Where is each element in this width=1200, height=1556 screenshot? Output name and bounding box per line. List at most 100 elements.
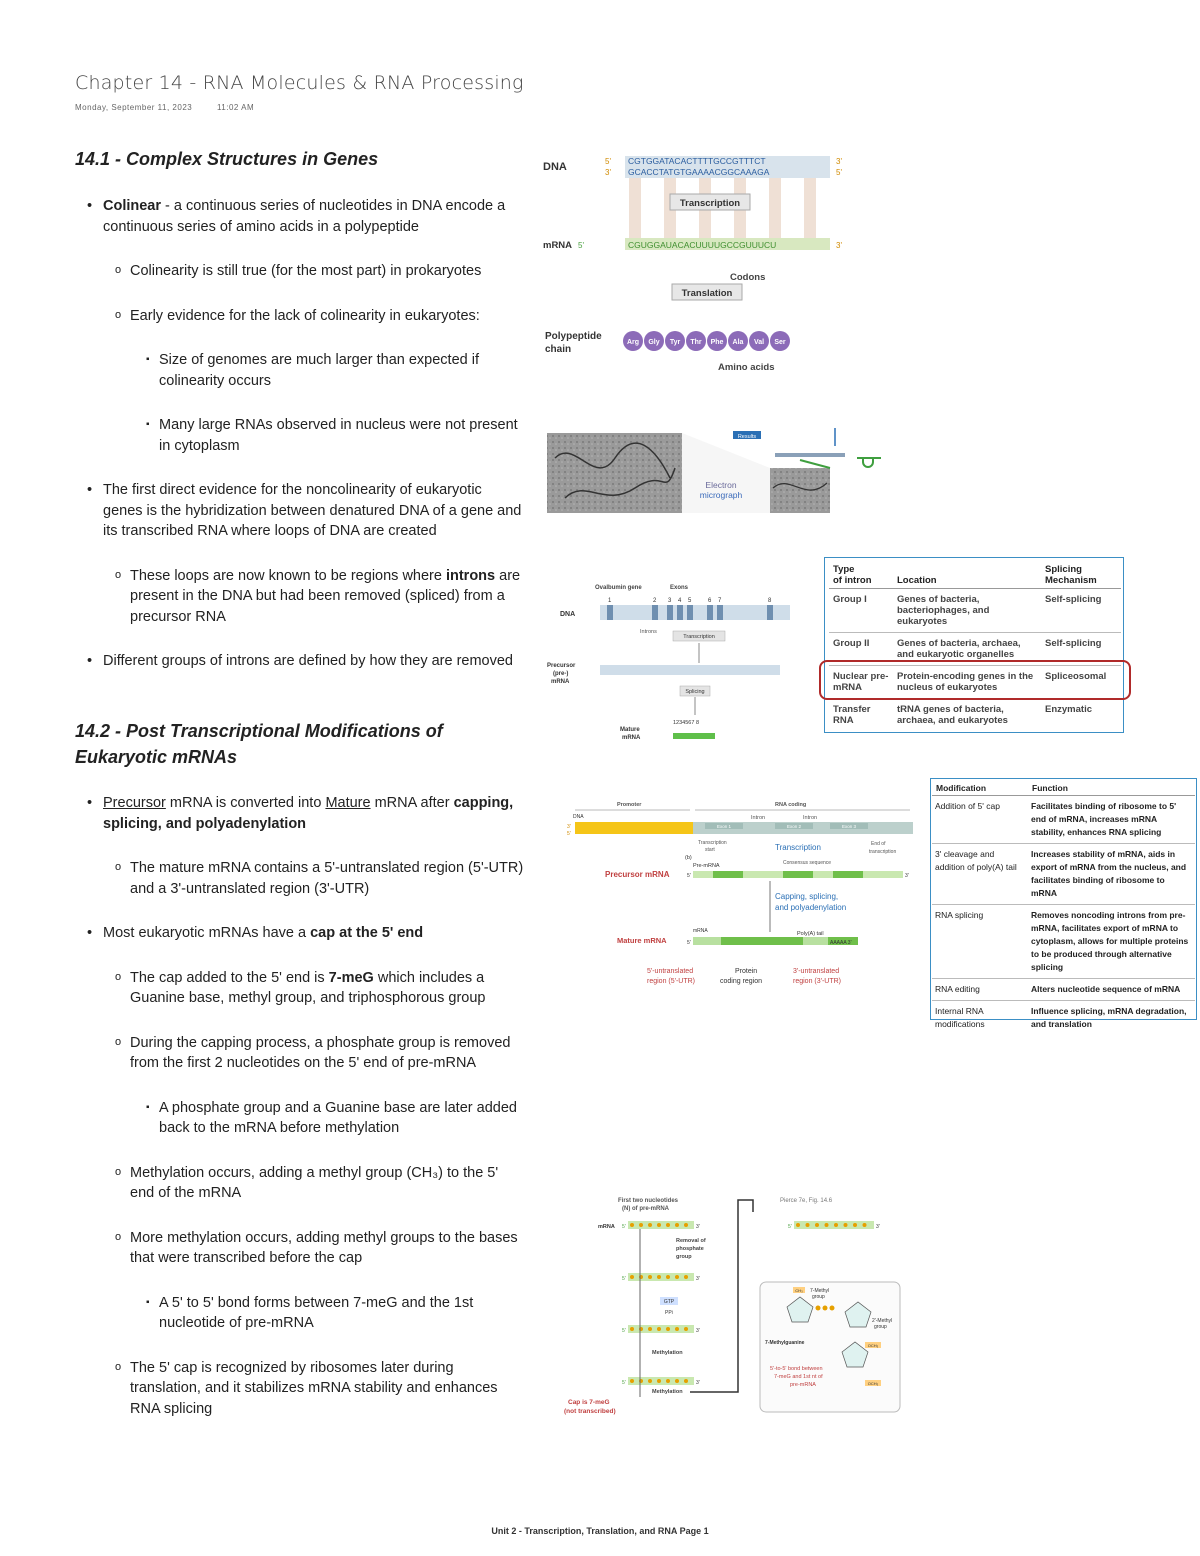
methylation-label-2: Methylation — [652, 1389, 683, 1395]
table-cell: Genes of bacteria, archaea, and eukaryot… — [897, 638, 1021, 660]
transcription-label: Transcription — [680, 198, 740, 209]
nucleotide-dot — [862, 1223, 867, 1227]
time-text: 11:02 AM — [216, 103, 255, 112]
note-item: A phosphate group and a Guanine base are… — [75, 1098, 525, 1139]
header-type: Type of intron — [833, 564, 872, 586]
mrna-seq: CGUGGAUACACUUUUGCCGUUUCU — [628, 240, 776, 250]
polyadenylation-label: and polyadenylation — [775, 903, 846, 912]
note-item: Many large RNAs observed in nucleus were… — [75, 415, 525, 456]
table-cell: Nuclear pre-mRNA — [833, 671, 889, 693]
notes-section-1: Colinear - a continuous series of nucleo… — [75, 196, 525, 672]
prime-5: 5' — [788, 1224, 792, 1230]
prime-3: 3' — [696, 1224, 700, 1230]
gtp-badge — [660, 1297, 678, 1305]
amino-acid-tyr — [665, 331, 685, 351]
amino-acid-label: Ala — [733, 339, 744, 346]
exon-number: 3 — [668, 598, 672, 604]
exon-number: 2 — [653, 598, 657, 604]
note-text: mRNA is converted into — [165, 795, 326, 811]
prime-3: 3' — [876, 1224, 880, 1230]
nucleotide-dot — [684, 1379, 688, 1383]
note-colinear: Colinear - a continuous series of nucleo… — [75, 196, 525, 237]
rna-strand — [799, 459, 831, 469]
sugar-ring-2 — [841, 1341, 869, 1368]
nucleotide-dot — [666, 1327, 670, 1331]
7-methylguanine-label: 7-Methylguanine — [765, 1340, 805, 1346]
amino-acid-label: Thr — [690, 339, 702, 346]
amino-acid-label: Ser — [774, 339, 786, 346]
nucleotide-dot — [805, 1223, 810, 1227]
bond-label3: pre-mRNA — [790, 1382, 816, 1388]
table-row: Group II Genes of bacteria, archaea, and … — [829, 633, 1121, 666]
not-transcribed-label: (not transcribed) — [564, 1408, 616, 1415]
precursor-label: Precursor — [547, 663, 576, 669]
phosphate-label: phosphate — [676, 1246, 704, 1252]
utr3-label2: region (3'-UTR) — [793, 978, 841, 985]
exon-mark — [667, 605, 673, 620]
header-function: Function — [1032, 783, 1068, 793]
micrograph-image-large — [547, 433, 682, 513]
methylation-label: Methylation — [652, 1350, 683, 1356]
exon-block — [705, 823, 743, 829]
protein-label: Protein — [735, 968, 757, 975]
table-cell: Enzymatic — [1045, 704, 1092, 715]
mature-label: Mature — [620, 727, 640, 733]
nucleotide-dot — [796, 1223, 800, 1227]
intron-table: Type of intron Location Splicing Mechani… — [829, 562, 1121, 731]
amino-acid-label: Val — [754, 339, 764, 346]
source-label: Pierce 7e, Fig. 14.6 — [780, 1198, 833, 1204]
nucleotide-dot — [824, 1223, 829, 1227]
nucleotide-dot — [657, 1327, 661, 1331]
table-cell: Group I — [833, 594, 867, 605]
dna-bar — [775, 453, 845, 457]
utr5-seg — [693, 937, 721, 945]
7-methyl-label: 7-Methyl — [810, 1288, 829, 1294]
note-term: cap at the 5' end — [310, 925, 424, 941]
note-text: These loops are now known to be regions … — [130, 567, 446, 584]
exon-mark — [687, 605, 693, 620]
nucleotide-dot — [843, 1223, 848, 1227]
page-title: Chapter 14 - RNA Molecules & RNA Process… — [75, 72, 524, 94]
table-cell: Group II — [833, 638, 870, 649]
och3-badge — [865, 1380, 881, 1386]
2-methyl-group: group — [874, 1324, 887, 1330]
transcription-label: Transcription — [683, 634, 715, 640]
nucleotide-dot — [639, 1223, 643, 1227]
exon1-label: Exon 1 — [717, 824, 732, 829]
mrna-label: mRNA — [598, 1224, 615, 1230]
figure-electron-micrograph: Electron micrograph Results — [547, 428, 881, 513]
capping-label: Capping, splicing, — [775, 892, 838, 901]
exon-mark — [607, 605, 613, 620]
header-modification: Modification — [936, 783, 987, 793]
table-cell: Transfer RNA — [833, 704, 871, 726]
amino-acid-label: Arg — [627, 339, 639, 346]
table-cell: RNA editing — [935, 984, 980, 994]
exon-mark — [767, 605, 773, 620]
table-cell: Alters nucleotide sequence of mRNA — [1031, 984, 1181, 994]
prime-5: 5' — [622, 1276, 626, 1282]
table-header-row: Modification Function — [932, 781, 1195, 796]
figure-colinearity: DNA 5' 3' CGTGGATACACTTTTGCCGTTTCT GCACC… — [543, 156, 842, 373]
note-term: introns — [445, 567, 496, 584]
exon-seg — [713, 871, 743, 878]
polypeptide-label: Polypeptide — [545, 331, 602, 342]
pre-mrna-label: mRNA — [551, 679, 570, 685]
table-cell: Self-splicing — [1045, 594, 1102, 605]
nucleotide-dot — [657, 1275, 661, 1279]
exon-block — [775, 823, 813, 829]
nucleotide-dot — [666, 1275, 670, 1279]
amino-acid-label: Gly — [648, 339, 659, 346]
nucleotide-dot — [666, 1379, 670, 1383]
phosphate-dot — [815, 1305, 821, 1311]
note-text: The cap added to the 5' end is — [130, 969, 329, 986]
ppi-label: PPi — [665, 1310, 673, 1316]
note-text: - a continuous series of nucleotides in … — [103, 198, 506, 235]
group-label: group — [676, 1254, 692, 1260]
consensus-label: Consensus sequence — [783, 860, 831, 866]
utr5-label2: region (5'-UTR) — [647, 978, 695, 985]
note-item: Colinearity is still true (for the most … — [75, 260, 525, 282]
